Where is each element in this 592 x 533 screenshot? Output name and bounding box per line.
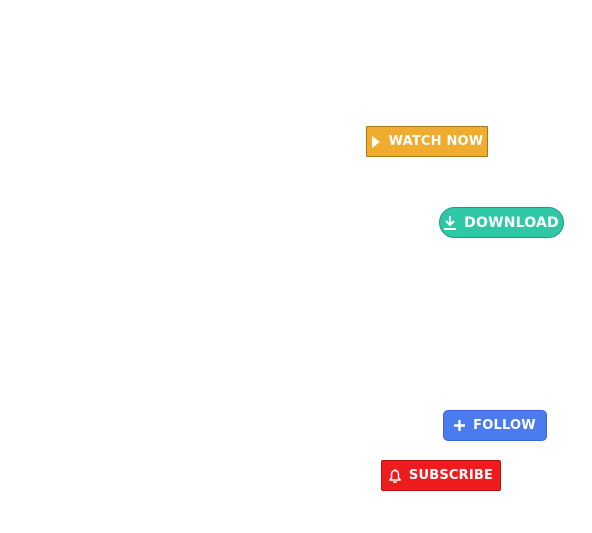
download-button[interactable]: DOWNLOAD	[439, 207, 564, 238]
subscribe-label: SUBSCRIBE	[408, 468, 494, 483]
watch-now-button[interactable]: WATCH NOW	[366, 126, 488, 157]
subscribe-button[interactable]: SUBSCRIBE	[381, 460, 501, 491]
download-label: DOWNLOAD	[464, 214, 559, 231]
plus-icon	[454, 420, 466, 431]
follow-label: FOLLOW	[473, 418, 536, 433]
play-icon	[371, 135, 381, 148]
follow-button[interactable]: FOLLOW	[443, 410, 547, 441]
download-icon	[444, 215, 457, 230]
bell-icon	[389, 468, 401, 483]
watch-now-label: WATCH NOW	[388, 134, 484, 149]
